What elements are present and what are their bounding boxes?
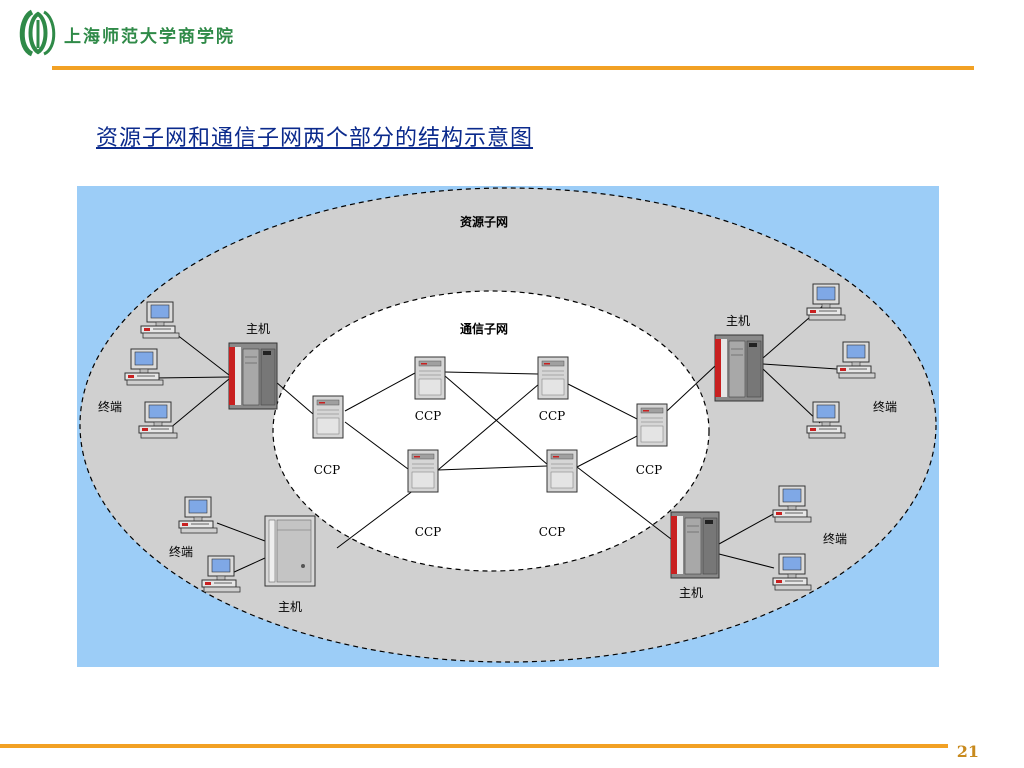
terminal-icon [138,401,178,439]
ccp-label: CCP [415,525,441,539]
terminal-icon [836,341,876,379]
host-icon [714,334,764,402]
ccp-label: CCP [539,409,565,423]
terminal-icon [806,283,846,321]
school-logo [14,8,66,58]
page-number: 21 [956,742,979,761]
host-label: 主机 [246,322,270,336]
communication-subnet-ellipse [272,290,710,572]
ccp-icon [312,395,344,439]
ccp-icon [636,403,668,447]
school-name: 上海师范大学商学院 [64,27,235,47]
ccp-icon [546,449,578,493]
footer-divider [0,744,948,748]
terminal-label: 终端 [823,531,847,546]
ccp-label: CCP [314,463,340,477]
communication-subnet-label: 通信子网 [460,321,508,336]
ccp-label: CCP [539,525,565,539]
terminal-icon [201,555,241,593]
terminal-icon [124,348,164,386]
network-diagram: 资源子网 通信子网 主机 主机 主机 主机 终端 终端 终端 终端 CCP CC… [77,186,939,667]
terminal-icon [140,301,180,339]
ccp-label: CCP [636,463,662,477]
ccp-icon [407,449,439,493]
host-icon [670,511,720,579]
ccp-icon [414,356,446,400]
slide-title: 资源子网和通信子网两个部分的结构示意图 [96,126,534,151]
terminal-icon [772,553,812,591]
host-label: 主机 [726,314,750,328]
terminal-label: 终端 [873,399,897,414]
terminal-label: 终端 [98,399,122,414]
resource-subnet-label: 资源子网 [460,214,508,229]
ccp-icon [537,356,569,400]
host-icon [264,515,316,587]
host-icon [228,342,278,410]
terminal-icon [772,485,812,523]
header-divider [52,66,974,70]
host-label: 主机 [278,600,302,614]
host-label: 主机 [679,586,703,600]
ccp-label: CCP [415,409,441,423]
terminal-icon [178,496,218,534]
terminal-label: 终端 [169,544,193,559]
terminal-icon [806,401,846,439]
